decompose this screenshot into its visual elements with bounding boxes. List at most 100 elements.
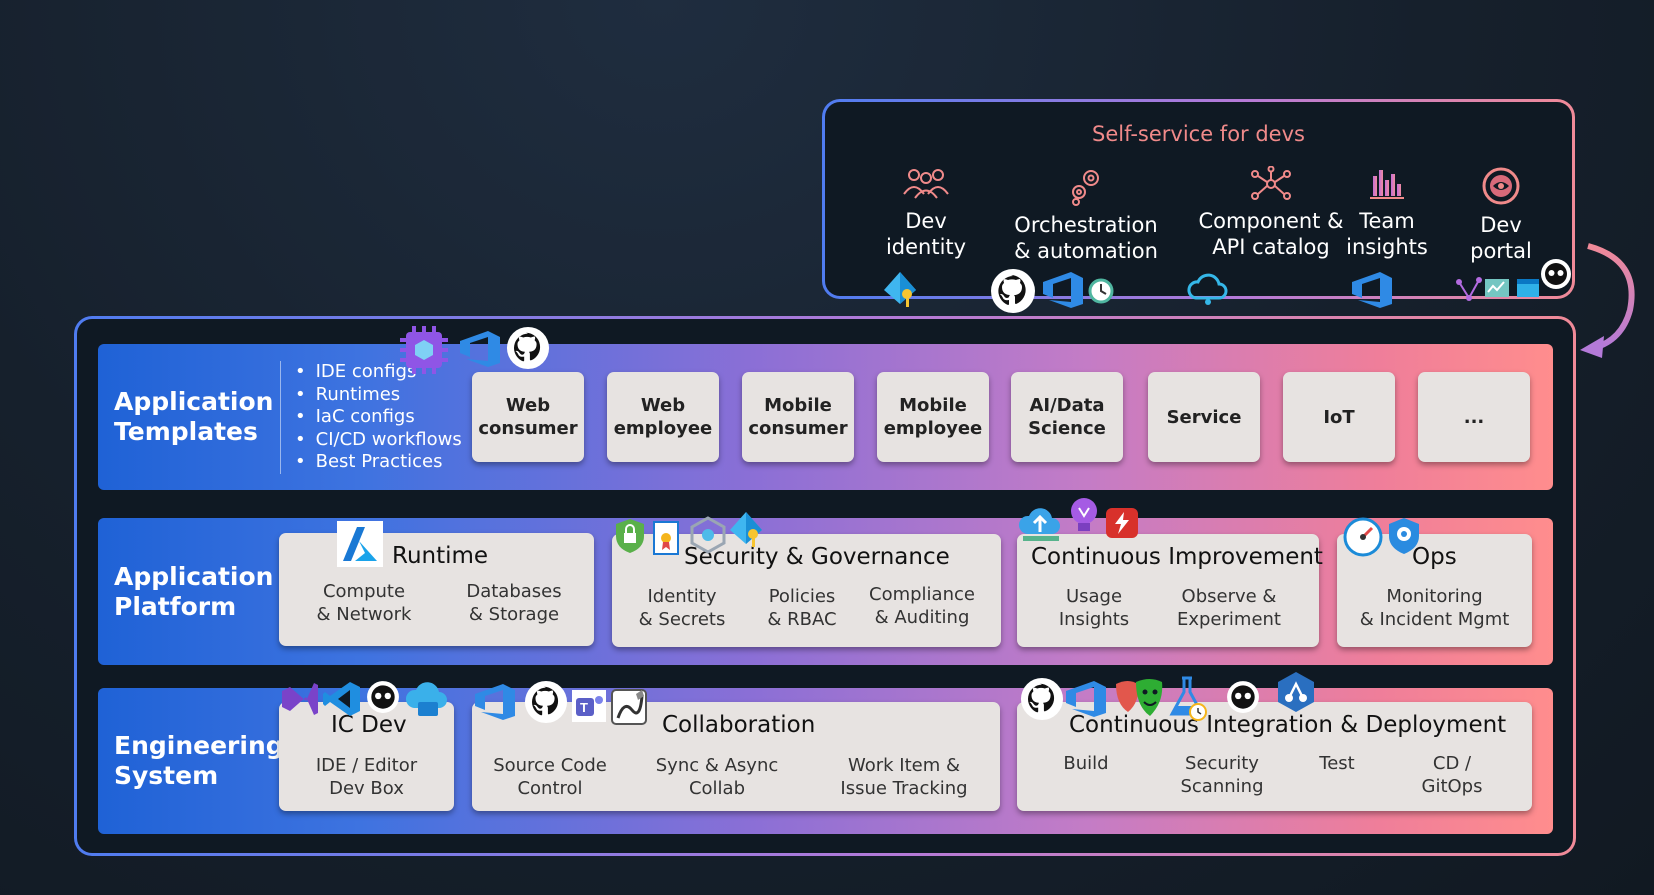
azure-logo-icon [337,521,383,567]
sub-line: Policies [768,586,836,607]
cicd-title: Continuous Integration & Deployment [1069,712,1507,738]
ops-title: Ops [1412,544,1457,570]
continuous-improvement-card[interactable]: Continuous Improvement Usage Insights Ob… [1017,534,1323,647]
network-nodes-icon [1251,166,1291,200]
sub-line: & Incident Mgmt [1359,609,1510,630]
card-line: IoT [1323,406,1355,428]
sub-line: Control [517,778,583,799]
card-line: Web [640,395,686,416]
visual-studio-icon [282,683,318,715]
card-line: Mobile [899,395,967,416]
dashboard-icon [1485,279,1509,297]
cicd-card[interactable]: Continuous Integration & Deployment Buil… [1017,702,1532,811]
cloud-upload-icon [1018,508,1060,541]
template-card-service[interactable]: Service [1148,372,1260,462]
sub-line: Issue Tracking [840,778,968,799]
azure-devops-icon [1043,272,1083,308]
copilot-icon-3 [1227,681,1259,713]
runtime-databases: Databases & Storage [459,580,569,626]
collaboration-title: Collaboration [662,712,816,738]
sub-line: Insights [1058,609,1130,630]
collab-work-item: Work Item & Issue Tracking [834,754,974,800]
copilot-icon [1541,259,1571,289]
sub-line: CD / [1432,753,1472,774]
collaboration-card[interactable]: Collaboration Source Code Control Sync &… [472,702,1000,811]
sub-line: Compliance [869,584,975,605]
window-icon [1517,279,1539,297]
sub-line: Experiment [1176,609,1281,630]
ss-label-2: insights [1346,235,1428,259]
self-service-title: Self-service for devs [1092,122,1305,146]
sub-line: Compute [322,581,406,602]
engineering-label-2: System [114,761,219,790]
improvement-title: Continuous Improvement [1031,544,1323,570]
teams-icon: T [572,690,606,722]
cicd-build: Build [1041,752,1131,775]
bullet-item: Runtimes [295,384,462,407]
runtime-card[interactable]: Runtime Compute & Network Databases & St… [279,533,594,646]
bullet-item: IDE configs [295,361,462,384]
svg-text:T: T [580,700,588,715]
azure-devops-icon-2 [1352,272,1392,308]
ss-item-team-insights: Team insights [1322,166,1452,260]
ss-label-2: & automation [1014,239,1158,263]
ss-label-2: portal [1470,239,1532,263]
runtime-title: Runtime [392,543,489,569]
sub-line: Monitoring [1386,586,1483,607]
playwright-masks-icon [1116,679,1163,716]
devbox-chip-icon [400,326,448,374]
collab-source-code: Source Code Control [490,754,610,800]
platform-label-2: Platform [114,592,237,621]
templates-label-1: Application [114,387,274,416]
security-governance-card[interactable]: Security & Governance Identity & Secrets… [612,534,1001,647]
card-line: Mobile [764,395,832,416]
cloud-network-icon [1187,273,1228,305]
ss-label-2: identity [885,235,967,259]
ss-label-2: API catalog [1212,235,1330,259]
sub-line: IDE / Editor [315,755,418,776]
template-card-more[interactable]: ... [1418,372,1530,462]
template-card-iot[interactable]: IoT [1283,372,1395,462]
ic-dev-card[interactable]: IC Dev IDE / Editor Dev Box [279,702,454,811]
sub-line: Test [1319,753,1355,774]
portal-icon [1482,167,1520,205]
curved-arrow-icon [1580,243,1635,358]
shield-lock-icon [616,519,644,553]
azure-devops-icon-4 [475,684,515,720]
people-icon [903,169,949,199]
engineering-label-1: Engineering [114,731,284,760]
card-line: ... [1463,406,1485,428]
clock-icon [1088,278,1114,304]
card-line: Web [505,395,551,416]
whiteboard-icon [611,689,647,725]
ss-label-1: Dev [1480,213,1522,237]
card-line: employee [613,418,713,439]
sub-line: & Auditing [874,607,970,628]
azure-devops-icon-3 [460,331,500,367]
card-line: Science [1028,418,1106,439]
copilot-icon-2 [367,681,399,713]
platform-label-1: Application [114,562,274,591]
sub-line: Identity [647,586,717,607]
certificate-icon [653,521,679,555]
github-icon-2 [506,326,550,370]
lightbulb-icon [1071,498,1097,531]
ss-label-1: Component & [1198,209,1344,233]
github-icon [991,269,1035,313]
security-compliance: Compliance & Auditing [862,583,982,629]
github-icon-3 [524,680,568,724]
sub-line: Scanning [1180,776,1264,797]
sub-line: & Storage [468,604,560,625]
ops-monitoring: Monitoring & Incident Mgmt [1347,585,1522,631]
card-line: employee [883,418,983,439]
templates-bullet-list: IDE configs Runtimes IaC configs CI/CD w… [280,361,462,474]
ss-item-dev-identity: Dev identity [846,166,1006,260]
card-line: Service [1166,406,1242,428]
sub-line: Usage [1065,586,1123,607]
ss-label-1: Dev [905,209,947,233]
